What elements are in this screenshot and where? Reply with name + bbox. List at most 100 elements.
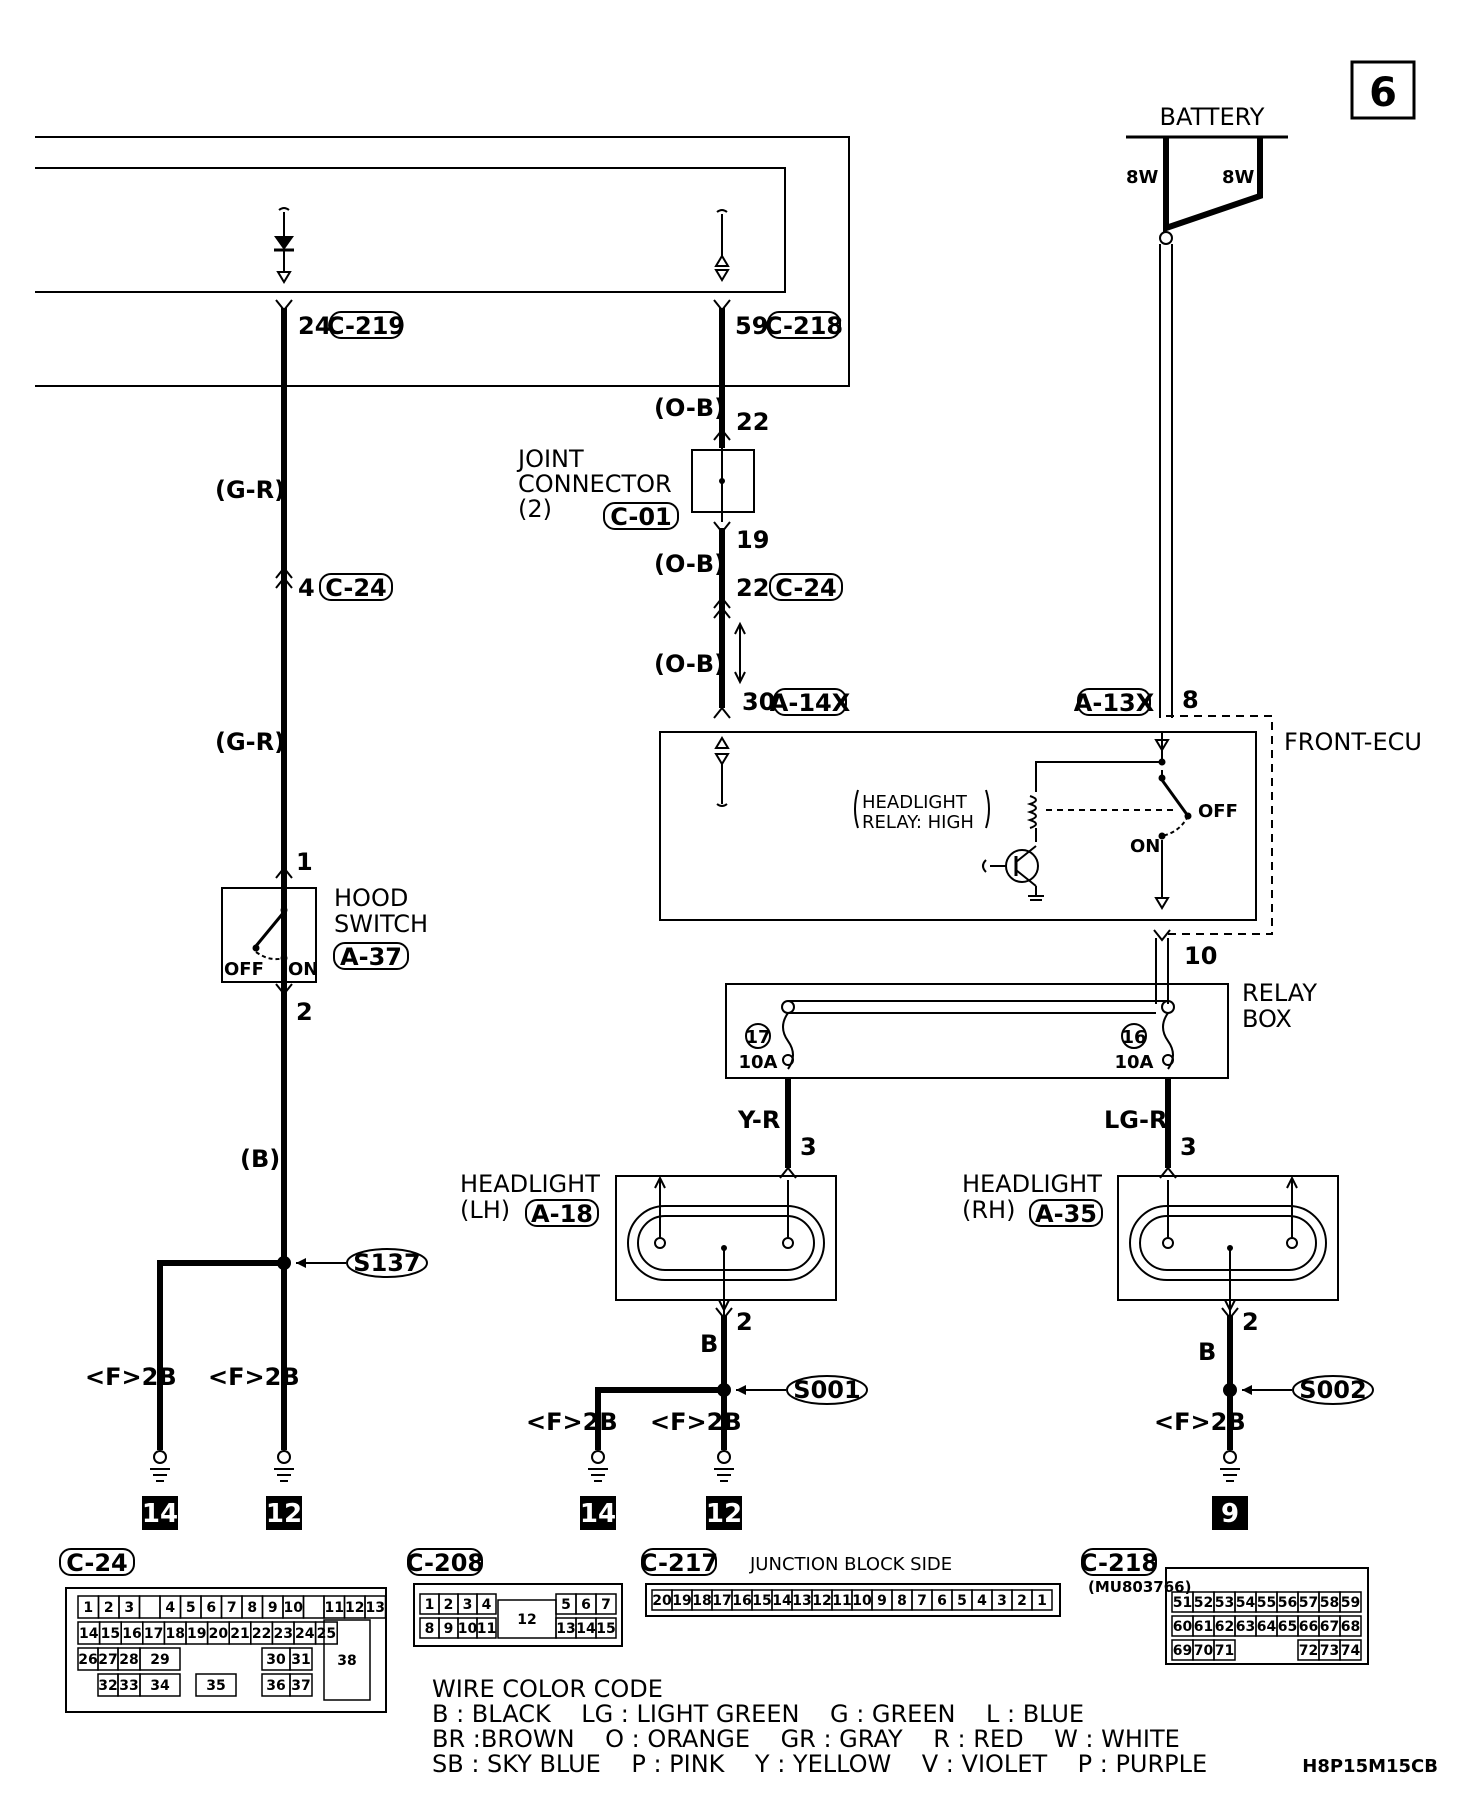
- connector-mark-ecu-out: [1153, 929, 1171, 942]
- c218-pin: 51: [1173, 1595, 1192, 1611]
- joint-pin-bottom: 19: [736, 526, 769, 554]
- c208-pin: 15: [596, 1621, 615, 1637]
- ground-4-icon: [714, 1450, 734, 1482]
- c24-pin: 25: [317, 1626, 336, 1642]
- c217-pin: 5: [957, 1593, 967, 1609]
- fuse-17-badge: [745, 1023, 771, 1049]
- wire-branch-s001: [595, 1387, 724, 1450]
- c24-pin: 20: [209, 1626, 229, 1642]
- connector-name-a13x: A-13X: [1074, 689, 1155, 717]
- headlight-lh-box: [615, 1175, 837, 1301]
- bidirectional-arrow-icon: [734, 621, 746, 685]
- c218-pin: 65: [1278, 1619, 1297, 1635]
- connector-mark-c218: [713, 299, 731, 312]
- connector-name-c24-mid: C-24: [775, 574, 837, 602]
- c217-pin: 9: [877, 1593, 887, 1609]
- c24-pin: 33: [119, 1678, 138, 1694]
- connector-tag-c218: [767, 311, 841, 339]
- c217-pin: 1: [1037, 1593, 1047, 1609]
- ecu-pin-out: 10: [1184, 942, 1217, 970]
- c218-pin: 52: [1194, 1595, 1213, 1611]
- c24-pin: 26: [78, 1652, 97, 1668]
- c217-pin: 12: [812, 1593, 831, 1609]
- c217-pin: 6: [937, 1593, 947, 1609]
- splice-arrowhead-s001: [736, 1385, 746, 1395]
- headlight-lh-label-1: HEADLIGHT: [460, 1170, 600, 1198]
- ecu-relay-bracket-right: [985, 789, 990, 829]
- connector-view-caption-c217: JUNCTION BLOCK SIDE: [749, 1554, 952, 1575]
- c217-pin: 16: [732, 1593, 751, 1609]
- c217-cell: [1031, 1589, 1053, 1611]
- c24-pin: 34: [150, 1678, 170, 1694]
- color-code-line-2: BR :BROWN O : ORANGE GR : GRAY R : RED W…: [432, 1725, 1180, 1753]
- connector-name-c219: C-219: [327, 312, 405, 340]
- c218-cell: [1339, 1591, 1362, 1613]
- c24-pin: 4: [165, 1600, 175, 1616]
- ground-2-num: 12: [266, 1499, 302, 1529]
- hood-switch-label-1: HOOD: [334, 884, 408, 912]
- hood-switch-box: [221, 887, 317, 983]
- c208-pin: 11: [477, 1621, 496, 1637]
- c24-cell: [323, 1619, 371, 1701]
- c217-pin: 19: [672, 1593, 691, 1609]
- c217-pin: 13: [792, 1593, 811, 1609]
- c24-pin: 32: [98, 1678, 117, 1694]
- connector-name-c218: C-218: [765, 312, 843, 340]
- c208-pin: 14: [576, 1621, 596, 1637]
- wire-color-g-r-1: (G-R): [215, 476, 285, 504]
- ecu-relay-contact-icon: [1154, 732, 1192, 910]
- wire-color-b: (B): [240, 1145, 280, 1173]
- c24-cell: [302, 1595, 325, 1619]
- c217-pin: 10: [852, 1593, 872, 1609]
- c24-pin: 30: [266, 1652, 286, 1668]
- c208-pin: 7: [601, 1597, 611, 1613]
- c208-pin: 13: [556, 1621, 575, 1637]
- battery-wire-left: 8W: [1126, 167, 1159, 188]
- splice-name-s002: S002: [1299, 1376, 1366, 1404]
- ground-5-wire: <F>2B: [1154, 1408, 1246, 1436]
- pin-a13x: 8: [1182, 686, 1199, 714]
- c24-pin: 13: [366, 1600, 385, 1616]
- ground-1-wire: <F>2B: [85, 1363, 177, 1391]
- wire-color-o-b-3: (O-B): [654, 650, 725, 678]
- c24-pin: 24: [295, 1626, 315, 1642]
- ground-3-badge: [580, 1496, 616, 1530]
- headlight-rh-label-1: HEADLIGHT: [962, 1170, 1102, 1198]
- c24-pin: 1: [83, 1600, 93, 1616]
- connector-mark-rh-in: [1159, 1166, 1177, 1179]
- connector-face-c218: [1165, 1567, 1369, 1665]
- pin-a14x: 30: [742, 688, 775, 716]
- splice-name-s001: S001: [793, 1376, 860, 1404]
- c218-pin: 58: [1320, 1595, 1339, 1611]
- connector-view-tag-c208: [407, 1548, 483, 1576]
- joint-connector-label-1: JOINT: [516, 445, 584, 473]
- ground-4-num: 12: [706, 1499, 742, 1529]
- joint-connector-tag: [603, 502, 679, 530]
- c24-pin: 23: [273, 1626, 292, 1642]
- wire-branch-s137: [157, 1260, 284, 1450]
- wire-color-b-rh: B: [1198, 1338, 1216, 1366]
- connector-view-tag-c217: [641, 1548, 717, 1576]
- c217-pin: 17: [712, 1593, 731, 1609]
- ground-3-num: 14: [580, 1499, 616, 1529]
- c24-cell: [138, 1595, 161, 1619]
- splice-name-s137: S137: [353, 1249, 420, 1277]
- hood-switch-on: ON: [288, 959, 318, 980]
- connector-view-part-c218: (MU803766): [1088, 1578, 1191, 1596]
- headlight-lh-bulb-icon: [627, 1175, 825, 1316]
- connector-tag-c24-left: [319, 573, 393, 601]
- hood-switch-off: OFF: [224, 959, 264, 980]
- pin-c24-left: 4: [298, 574, 315, 602]
- c208-pin: 2: [444, 1597, 454, 1613]
- fuse-16-terminal: [1162, 1054, 1174, 1066]
- c218-pin: 70: [1194, 1643, 1214, 1659]
- ground-2-badge: [266, 1496, 302, 1530]
- fuse-17-amp: 10A: [739, 1052, 778, 1073]
- ecu-relay-bracket-left: [854, 789, 859, 829]
- connector-face-c217: [645, 1583, 1061, 1617]
- c218-pin: 71: [1215, 1643, 1234, 1659]
- c218-pin: 61: [1194, 1619, 1213, 1635]
- ecu-input-arrow-icon: [714, 736, 730, 807]
- splice-tag-s001: [786, 1375, 868, 1405]
- wire-color-o-b-1: (O-B): [654, 394, 725, 422]
